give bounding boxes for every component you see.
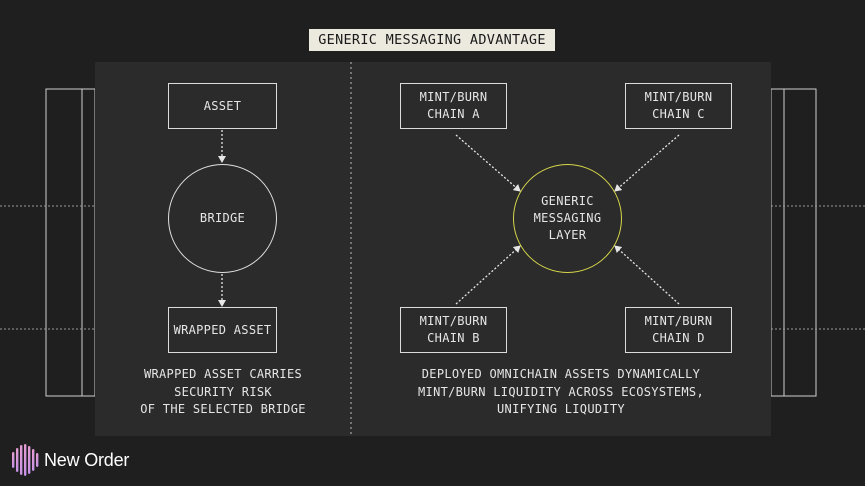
page-title: GENERIC MESSAGING ADVANTAGE (309, 29, 555, 51)
wrapped-asset-node: WRAPPED ASSET (168, 307, 277, 353)
right-frame-outer (783, 88, 817, 397)
left-caption: WRAPPED ASSET CARRIES SECURITY RISK OF T… (140, 367, 306, 416)
arrow-chain-c-to-hub (614, 134, 680, 192)
chain-c-node: MINT/BURN CHAIN C (625, 83, 732, 129)
generic-messaging-layer-node: GENERIC MESSAGING LAYER (513, 164, 622, 273)
arrow-chain-d-to-hub (614, 245, 680, 305)
chain-b-node: MINT/BURN CHAIN B (400, 307, 507, 353)
chain-a-node: MINT/BURN CHAIN A (400, 83, 507, 129)
arrow-chain-a-to-hub (455, 134, 521, 192)
chain-d-node: MINT/BURN CHAIN D (625, 307, 732, 353)
brand-name: New Order (44, 450, 130, 470)
asset-node: ASSET (168, 83, 277, 129)
bridge-node: BRIDGE (168, 164, 277, 273)
new-order-logo-icon (12, 444, 39, 476)
arrow-chain-b-to-hub (455, 245, 521, 305)
right-caption: DEPLOYED OMNICHAIN ASSETS DYNAMICALLY MI… (418, 367, 704, 416)
